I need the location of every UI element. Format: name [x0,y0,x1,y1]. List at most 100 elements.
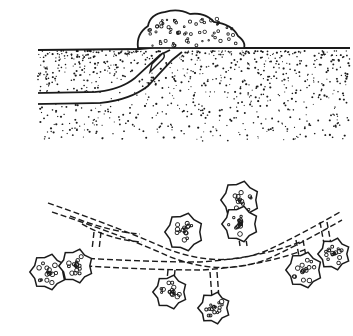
soil-dot [220,135,222,137]
soil-dot [247,63,249,65]
soil-dot [55,80,56,81]
soil-dot [326,96,328,98]
soil-dot [185,76,186,77]
soil-dot [230,78,232,80]
soil-dot [122,114,124,116]
soil-dot [38,54,39,55]
soil-dot [171,129,172,130]
soil-dot [230,67,232,69]
soil-dot [134,126,135,127]
soil-dot [306,120,307,121]
soil-dot [277,121,279,123]
soil-dot [95,81,97,83]
soil-dot [173,137,175,139]
soil-dot [44,138,45,139]
soil-dot [256,111,257,112]
soil-dot [347,117,349,119]
soil-dot [295,101,297,103]
soil-dot [51,81,53,83]
soil-dot [254,50,256,52]
soil-dot [285,87,287,89]
soil-dot [172,95,173,96]
soil-dot [336,113,338,115]
soil-dot [201,136,202,137]
soil-dot [64,72,65,73]
soil-dot [96,51,98,53]
soil-dot [314,133,315,134]
soil-dot [95,120,97,122]
soil-dot [202,112,204,114]
soil-dot [346,73,348,75]
soil-dot [220,75,221,76]
soil-dot [233,98,234,99]
soil-dot [76,89,78,91]
soil-dot [330,60,332,62]
soil-dot [45,55,47,57]
soil-dot [92,122,93,123]
soil-dot [93,56,95,58]
soil-dot [326,79,327,80]
soil-dot [296,73,297,74]
soil-dot [205,84,207,86]
soil-dot [313,104,314,105]
soil-dot [320,57,322,59]
soil-dot [221,109,223,111]
soil-dot [176,85,177,86]
soil-dot [136,95,137,96]
soil-dot [280,51,281,52]
soil-dot [159,50,161,52]
soil-dot [322,51,324,53]
soil-dot [258,138,259,139]
soil-dot [40,86,41,87]
soil-dot [305,135,307,137]
soil-dot [222,67,224,69]
soil-dot [59,56,60,57]
soil-dot [218,51,219,52]
soil-dot [266,96,268,98]
soil-dot [99,111,100,112]
soil-dot [224,77,226,79]
soil-dot [111,81,113,83]
soil-dot [237,102,239,104]
soil-dot [129,112,131,114]
soil-dot [199,73,200,74]
soil-dot [134,59,136,61]
soil-dot [317,120,319,122]
soil-dot [67,89,68,90]
soil-dot [279,57,280,58]
soil-dot [270,55,271,56]
soil-dot [151,77,153,79]
soil-dot [239,52,241,54]
soil-dot [74,119,76,121]
soil-dot [173,78,175,80]
soil-dot [206,66,208,68]
soil-dot [310,124,312,126]
soil-dot [73,79,75,81]
soil-dot [315,67,316,68]
soil-dot [56,83,58,85]
soil-dot [145,59,147,61]
soil-dot [96,131,98,133]
soil-dot [60,59,61,60]
soil-dot [236,107,237,108]
soil-dot [65,106,67,108]
soil-dot [46,66,47,67]
soil-dot [95,108,96,109]
soil-dot [234,69,235,70]
soil-dot [102,125,103,126]
soil-dot [262,51,264,53]
soil-dot [182,60,184,62]
soil-dot [245,51,247,53]
soil-dot [193,95,195,97]
soil-dot [288,51,290,53]
soil-dot [104,69,106,71]
soil-dot [149,58,150,59]
soil-dot [327,68,329,70]
soil-dot [90,57,92,59]
soil-dot [266,53,268,55]
soil-dot [50,127,52,129]
soil-dot [337,123,339,125]
network-panel [30,181,349,323]
soil-dot [299,118,301,120]
soil-dot [243,55,245,57]
